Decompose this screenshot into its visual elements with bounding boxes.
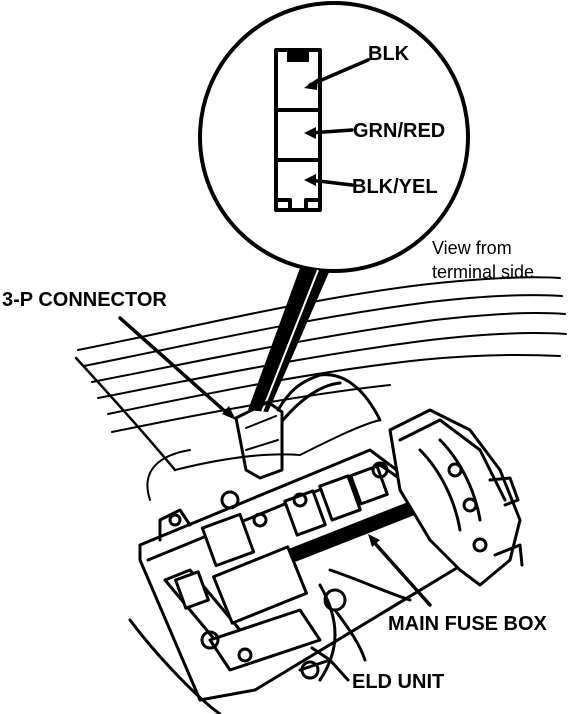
magnifier-callout [198, 1, 470, 413]
three-pin-connector [234, 373, 382, 480]
label-blk: BLK [368, 43, 410, 65]
wire-leaders [308, 58, 370, 187]
connector-face [274, 48, 322, 214]
label-blk-yel: BLK/YEL [352, 176, 438, 198]
label-grn-red: GRN/RED [353, 120, 445, 142]
main-fuse-box [138, 448, 472, 702]
label-main-fuse-box: MAIN FUSE BOX [388, 613, 548, 635]
magnifier-stem [248, 268, 330, 412]
view-note-line1: View from [432, 238, 512, 258]
relay-cluster [388, 408, 524, 587]
view-note-line2: terminal side [432, 262, 534, 282]
label-eld-unit: ELD UNIT [352, 671, 444, 693]
label-3p-connector: 3-P CONNECTOR [2, 289, 167, 311]
